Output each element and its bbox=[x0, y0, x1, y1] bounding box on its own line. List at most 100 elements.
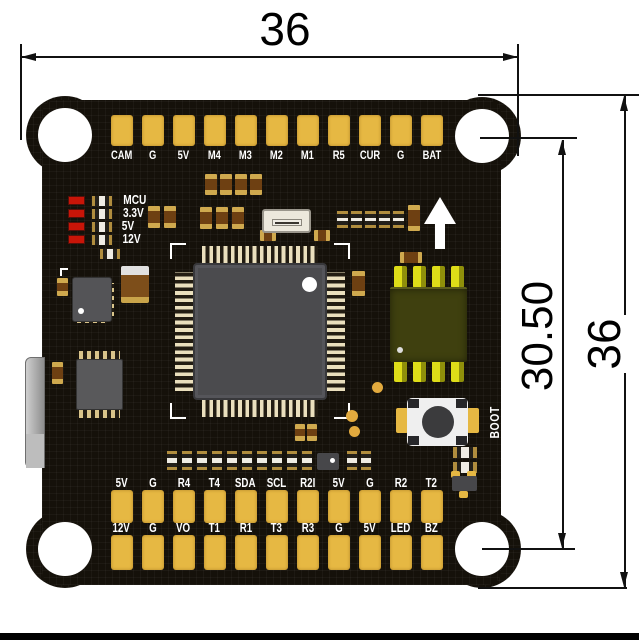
pad-label: G bbox=[396, 148, 405, 162]
capacitor bbox=[220, 174, 232, 195]
regulator-chip bbox=[76, 359, 123, 410]
flash-pin bbox=[432, 360, 445, 382]
pad-cell: M3 bbox=[230, 115, 261, 162]
capacitor bbox=[307, 424, 317, 441]
pad-label: M1 bbox=[300, 148, 314, 162]
capacitor bbox=[200, 207, 212, 229]
pad-label: M3 bbox=[238, 148, 252, 162]
resistor bbox=[337, 211, 348, 228]
status-led-row: 3.3V bbox=[68, 205, 150, 220]
pad-cell: R4 bbox=[168, 476, 199, 523]
pad-cell: T2 bbox=[416, 476, 447, 523]
solder-pad bbox=[234, 490, 257, 523]
tantalum-capacitor bbox=[121, 266, 149, 303]
silkscreen-bracket bbox=[60, 268, 68, 276]
top-pad-row: CAM G 5V M4 M3 M2 bbox=[106, 115, 447, 162]
pad-label: G bbox=[148, 148, 157, 162]
extension-line bbox=[478, 587, 627, 589]
solder-pad bbox=[389, 115, 412, 146]
resistor bbox=[212, 451, 222, 470]
led-label: 12V bbox=[122, 231, 141, 246]
pad-cell: T1 bbox=[199, 521, 230, 570]
solder-pad bbox=[265, 535, 288, 570]
pad-cell: BZ bbox=[416, 521, 447, 570]
resistor bbox=[302, 451, 312, 470]
resistor bbox=[272, 451, 282, 470]
pad-label: T4 bbox=[208, 476, 221, 490]
dimension-line-inner bbox=[562, 140, 564, 548]
dimension-arrow bbox=[620, 96, 628, 111]
pad-cell: BAT bbox=[416, 115, 447, 162]
boot-button-pad bbox=[467, 408, 479, 433]
pad-cell: R2 bbox=[385, 476, 416, 523]
sot23-pad bbox=[451, 471, 460, 478]
boot-label-wrapper: BOOT bbox=[464, 392, 524, 452]
component-dot bbox=[330, 458, 335, 463]
pad-label: R1 bbox=[239, 521, 252, 535]
pad-label: BZ bbox=[424, 521, 438, 535]
pad-label: CUR bbox=[359, 148, 380, 162]
pad-cell: VO bbox=[168, 521, 199, 570]
capacitor bbox=[295, 424, 305, 441]
solder-pad bbox=[296, 115, 319, 146]
extension-line bbox=[20, 44, 22, 140]
capacitor bbox=[314, 230, 330, 241]
resistor bbox=[242, 451, 252, 470]
via bbox=[349, 426, 360, 437]
pad-label: BAT bbox=[422, 148, 441, 162]
dimension-arrow bbox=[503, 53, 518, 61]
capacitor bbox=[57, 278, 68, 296]
sot23-pad bbox=[459, 491, 468, 498]
extension-line bbox=[480, 137, 577, 139]
pad-label: M2 bbox=[269, 148, 283, 162]
dimension-arrow bbox=[558, 533, 566, 548]
pad-cell: SCL bbox=[261, 476, 292, 523]
solder-pad bbox=[172, 535, 195, 570]
solder-pad bbox=[327, 490, 350, 523]
pad-cell: M1 bbox=[292, 115, 323, 162]
resistor bbox=[167, 451, 177, 470]
pad-label: 5V bbox=[115, 476, 128, 490]
led-label: 5V bbox=[121, 218, 135, 233]
pad-cell: SDA bbox=[230, 476, 261, 523]
qfn-chip bbox=[72, 277, 112, 322]
bottom-pad-row-2: 12V G VO T1 R1 T3 bbox=[106, 521, 447, 570]
solder-pad bbox=[420, 535, 443, 570]
solder-pad bbox=[358, 535, 381, 570]
led-indicator bbox=[68, 222, 85, 231]
mounting-hole-top-left bbox=[38, 108, 92, 162]
pad-label: T1 bbox=[208, 521, 221, 535]
pad-label: T3 bbox=[270, 521, 283, 535]
capacitor bbox=[148, 206, 160, 228]
resistor bbox=[100, 249, 120, 259]
boot-button-pad bbox=[396, 408, 408, 433]
solder-pad bbox=[234, 115, 257, 146]
pad-label: R5 bbox=[332, 148, 345, 162]
pad-cell: 5V bbox=[168, 115, 199, 162]
pad-cell: CAM bbox=[106, 115, 137, 162]
capacitor bbox=[235, 174, 247, 195]
mcu-pins-top bbox=[202, 246, 318, 264]
resistor bbox=[351, 211, 362, 228]
dimension-outer-height: 36 bbox=[578, 315, 630, 373]
qfn-pin1-dot bbox=[78, 308, 84, 314]
pad-label: G bbox=[148, 476, 157, 490]
status-led-row: 12V bbox=[68, 231, 150, 246]
pad-cell: G bbox=[137, 476, 168, 523]
resistor bbox=[227, 451, 237, 470]
pad-label: 12V bbox=[112, 521, 131, 535]
capacitor bbox=[164, 206, 176, 228]
dimension-outer-height-wrapper: 36 bbox=[544, 284, 639, 404]
crystal-oscillator bbox=[262, 209, 311, 233]
pad-label: 5V bbox=[177, 148, 190, 162]
solder-pad bbox=[141, 490, 164, 523]
pad-label: T2 bbox=[425, 476, 438, 490]
led-indicator bbox=[68, 235, 85, 244]
capacitor bbox=[400, 252, 422, 263]
pad-label: R3 bbox=[301, 521, 314, 535]
flash-pin bbox=[451, 360, 464, 382]
capacitor bbox=[352, 271, 365, 296]
led-label: 3.3V bbox=[122, 205, 144, 220]
resistor bbox=[287, 451, 297, 470]
